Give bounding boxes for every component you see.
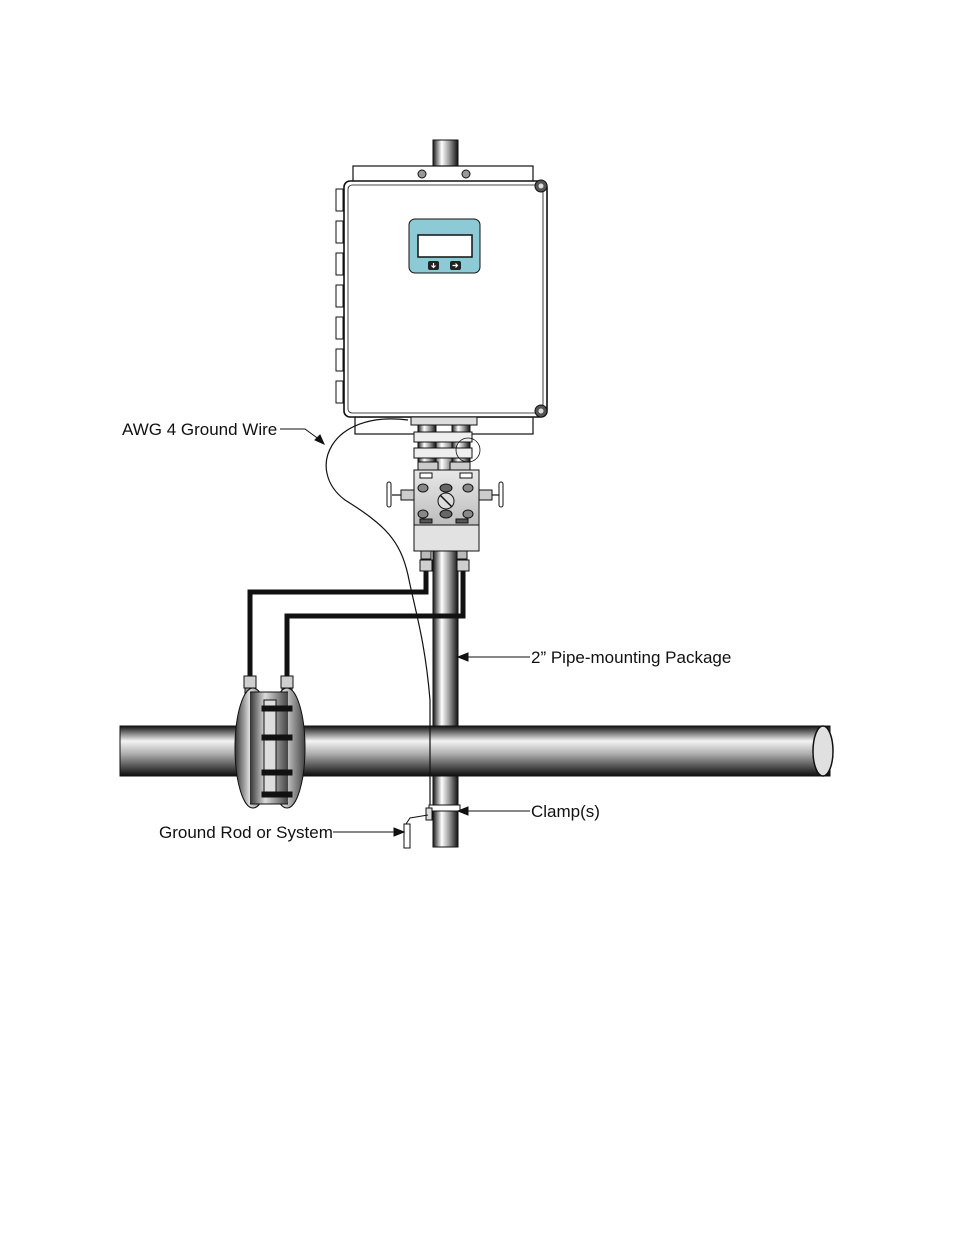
label-clamp: Clamp(s)	[531, 802, 600, 821]
bracket-bolt	[418, 170, 426, 178]
valve-manifold	[387, 470, 503, 559]
process-pipe	[120, 726, 833, 776]
orifice-flange-assembly	[235, 688, 305, 808]
impulse-lines	[250, 570, 463, 676]
label-pipe-package: 2” Pipe-mounting Package	[531, 648, 731, 667]
label-ground-rod: Ground Rod or System	[159, 823, 333, 842]
lcd-screen	[418, 235, 472, 257]
display-panel	[409, 219, 480, 273]
mounting-bracket-top	[353, 166, 533, 182]
bracket-bolt	[462, 170, 470, 178]
ground-rod	[404, 815, 428, 848]
transmitter-enclosure	[336, 180, 547, 417]
label-ground-wire: AWG 4 Ground Wire	[122, 420, 277, 439]
enclosure-hinges	[336, 189, 343, 403]
